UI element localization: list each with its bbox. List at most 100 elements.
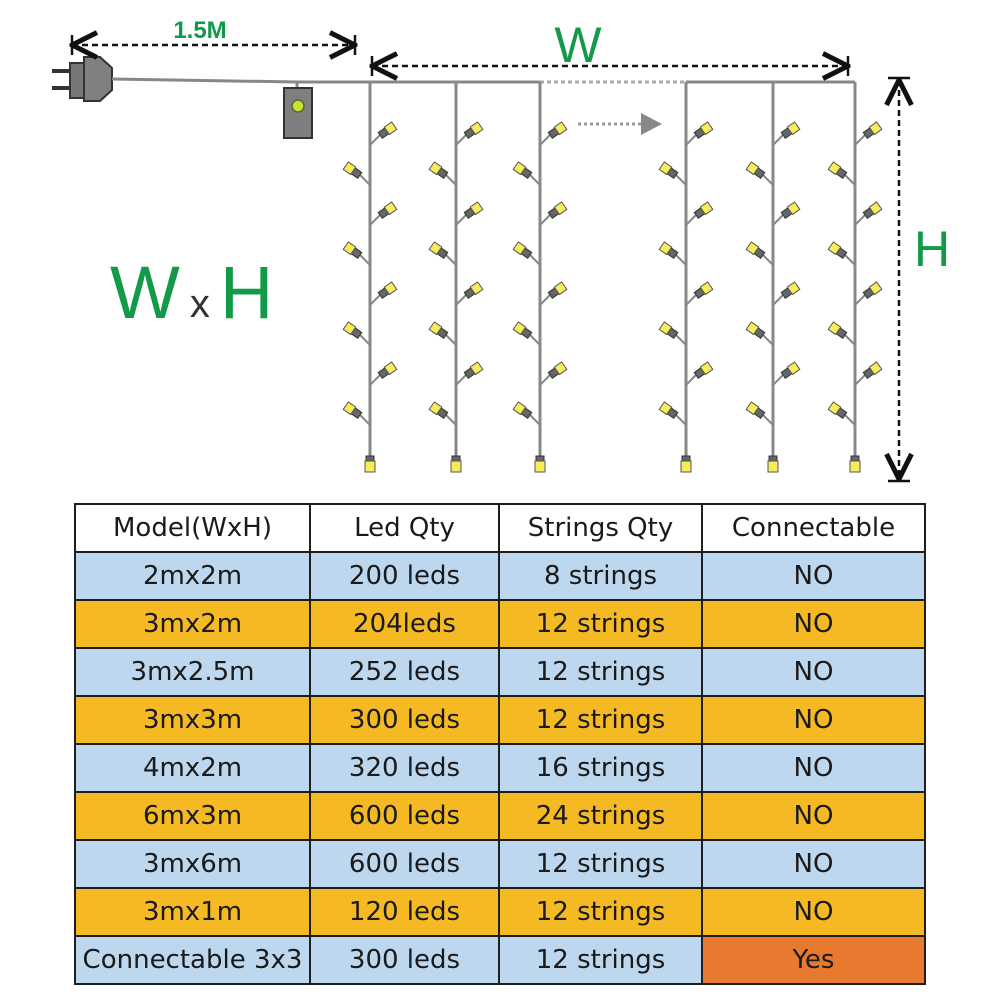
cell-model: 3mx6m <box>74 839 311 889</box>
led-wire <box>455 294 467 306</box>
cell-led-qty: 200 leds <box>309 551 500 601</box>
led-bulb-icon <box>428 161 449 179</box>
led-bulb-icon <box>512 161 533 179</box>
formula-w: W <box>110 251 180 334</box>
led-bulb-icon <box>862 201 883 219</box>
led-bulb-icon <box>512 321 533 339</box>
led-bulb-icon <box>428 321 449 339</box>
led-bulb-icon <box>862 121 883 139</box>
power-plug-icon <box>52 56 113 102</box>
led-bulb-icon <box>463 121 484 139</box>
led-wire <box>762 334 774 346</box>
led-wire <box>359 254 371 266</box>
led-wire <box>539 134 551 146</box>
led-wire <box>762 254 774 266</box>
led-bulb-icon <box>693 121 714 139</box>
led-bulb-icon <box>780 361 801 379</box>
led-bulb-icon <box>547 361 568 379</box>
cell-strings-qty: 12 strings <box>498 839 703 889</box>
led-bulb-icon <box>745 241 766 259</box>
led-wire <box>359 174 371 186</box>
led-wire <box>539 214 551 226</box>
header-model: Model(WxH) <box>74 503 311 553</box>
led-bulb-icon <box>463 281 484 299</box>
led-bulb-icon <box>377 201 398 219</box>
led-bulb-icon <box>463 361 484 379</box>
led-wire <box>369 294 381 306</box>
led-bulb-icon <box>463 201 484 219</box>
led-wire <box>844 174 856 186</box>
led-wire <box>675 254 687 266</box>
led-bulb-icon <box>547 281 568 299</box>
led-bulb-icon <box>745 161 766 179</box>
led-bulb-icon <box>693 281 714 299</box>
cell-connectable: NO <box>701 695 926 745</box>
led-wire <box>844 254 856 266</box>
led-wire <box>854 294 866 306</box>
led-bulb-icon <box>827 401 848 419</box>
led-end-bulb-icon <box>849 460 861 473</box>
cell-model: 3mx2m <box>74 599 311 649</box>
led-wire <box>772 374 784 386</box>
led-wire <box>844 414 856 426</box>
led-bulb-icon <box>658 241 679 259</box>
led-wire <box>854 374 866 386</box>
led-bulb-icon <box>377 361 398 379</box>
cell-connectable: NO <box>701 647 926 697</box>
led-wire <box>445 254 457 266</box>
led-bulb-icon <box>377 121 398 139</box>
header-connectable: Connectable <box>701 503 926 553</box>
led-bulb-icon <box>547 201 568 219</box>
led-wire <box>685 374 697 386</box>
width-label: W <box>554 17 602 73</box>
led-end-bulb-icon <box>767 460 779 473</box>
led-bulb-icon <box>512 401 533 419</box>
led-bulb-icon <box>428 241 449 259</box>
led-wire <box>369 134 381 146</box>
led-wire <box>359 334 371 346</box>
power-cable <box>111 77 299 90</box>
cell-strings-qty: 12 strings <box>498 647 703 697</box>
controller-box-icon <box>283 87 313 139</box>
led-end-bulb-icon <box>364 460 376 473</box>
led-wire <box>445 334 457 346</box>
cell-model: Connectable 3x3 <box>74 935 311 985</box>
led-bulb-icon <box>377 281 398 299</box>
led-bulb-icon <box>342 241 363 259</box>
led-bulb-icon <box>827 161 848 179</box>
led-end-bulb-icon <box>450 460 462 473</box>
formula-h: H <box>219 251 274 334</box>
cell-led-qty: 252 leds <box>309 647 500 697</box>
led-end-bulb-icon <box>534 460 546 473</box>
cell-strings-qty: 16 strings <box>498 743 703 793</box>
cell-connectable: NO <box>701 791 926 841</box>
cell-led-qty: 204leds <box>309 599 500 649</box>
led-bulb-icon <box>745 321 766 339</box>
cell-model: 3mx1m <box>74 887 311 937</box>
led-bulb-icon <box>862 361 883 379</box>
led-bulb-icon <box>342 401 363 419</box>
led-wire <box>539 374 551 386</box>
led-wire <box>369 214 381 226</box>
cable-length-dimension: 1.5M <box>72 17 355 55</box>
led-wire <box>844 334 856 346</box>
cell-strings-qty: 8 strings <box>498 551 703 601</box>
cell-led-qty: 600 leds <box>309 839 500 889</box>
cell-strings-qty: 12 strings <box>498 935 703 985</box>
header-led-qty: Led Qty <box>309 503 500 553</box>
cell-model: 3mx2.5m <box>74 647 311 697</box>
led-bulb-icon <box>780 121 801 139</box>
led-bulb-icon <box>693 201 714 219</box>
cell-led-qty: 320 leds <box>309 743 500 793</box>
led-bulb-icon <box>780 281 801 299</box>
led-wire <box>772 214 784 226</box>
led-bulb-icon <box>745 401 766 419</box>
